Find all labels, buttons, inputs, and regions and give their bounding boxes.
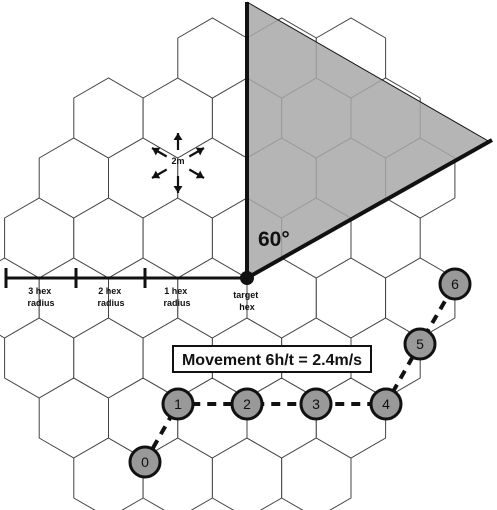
- path-node-circle: [438, 267, 472, 301]
- path-node-label: 4: [382, 396, 390, 412]
- path-node-label: 1: [174, 396, 182, 412]
- path-node-2: 2: [230, 387, 264, 421]
- path-node-circle: [403, 327, 437, 361]
- size-arrow-head: [173, 133, 183, 140]
- path-node-circle: [161, 387, 195, 421]
- arc-edge-diagonal: [246, 138, 493, 280]
- radius-label-3-line2: radius: [27, 298, 54, 308]
- size-arrow-head: [152, 170, 161, 179]
- path-node-label: 6: [451, 276, 459, 292]
- arc-edge-diagonal-right: [246, 1, 491, 143]
- hex-size-label: 2m: [171, 156, 184, 166]
- hex-cell: [385, 257, 456, 339]
- radius-label-1-line2: radius: [163, 298, 190, 308]
- radius-label-3: 3 hex radius: [27, 286, 54, 308]
- path-node-label: 5: [416, 336, 424, 352]
- movement-label-box: [172, 345, 372, 373]
- firing-arc-wedge: [247, 2, 490, 278]
- path-node-circle: [369, 387, 403, 421]
- path-node-circle: [230, 387, 264, 421]
- radius-label-1: 1 hex radius: [163, 286, 190, 308]
- path-node-5: 5: [403, 327, 437, 361]
- target-point: [240, 271, 254, 285]
- path-node-3: 3: [299, 387, 333, 421]
- target-label-line1: target: [233, 290, 258, 300]
- size-arrow-head: [195, 147, 204, 156]
- path-node-label: 0: [141, 454, 149, 470]
- radius-label-2-line1: 2 hex: [98, 286, 121, 296]
- path-nodes: 0 1 2 3 4 5 6: [128, 267, 472, 479]
- path-node-6: 6: [438, 267, 472, 301]
- path-node-1: 1: [161, 387, 195, 421]
- path-node-label: 3: [312, 396, 320, 412]
- path-node-circle: [128, 445, 162, 479]
- radius-label-1-line1: 1 hex: [164, 286, 187, 296]
- radius-label-2: 2 hex radius: [97, 286, 124, 308]
- size-arrow-head: [173, 186, 183, 193]
- hex-size-arrows: [151, 133, 205, 193]
- radius-label-3-line1: 3 hex: [28, 286, 51, 296]
- size-arrow-head: [195, 170, 204, 179]
- target-label-line2: hex: [239, 302, 255, 312]
- path-node-label: 2: [243, 396, 251, 412]
- size-arrow-head: [152, 147, 161, 156]
- path-node-circle: [299, 387, 333, 421]
- movement-label: Movement 6h/t = 2.4m/s: [182, 352, 362, 369]
- target-hex-label: target hex: [233, 290, 261, 312]
- path-node-4: 4: [369, 387, 403, 421]
- angle-label: 60°: [258, 228, 290, 251]
- radius-label-2-line2: radius: [97, 298, 124, 308]
- path-node-0: 0: [128, 445, 162, 479]
